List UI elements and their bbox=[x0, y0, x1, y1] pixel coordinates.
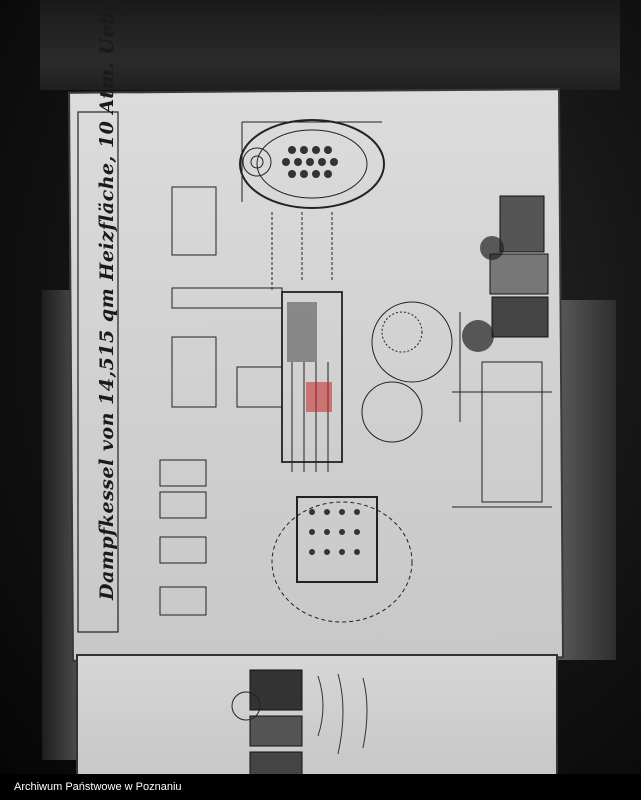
left-page-fold bbox=[42, 290, 76, 760]
lower-page-stamps bbox=[231, 669, 368, 783]
archive-footer-bar: Archiwum Państwowe w Poznaniu bbox=[0, 774, 641, 800]
archive-watermark bbox=[306, 382, 332, 412]
top-frame-strip bbox=[40, 0, 620, 90]
lower-document-page bbox=[78, 656, 556, 786]
boiler-technical-drawing bbox=[77, 111, 552, 633]
drawing-title: Dampfkessel von 14,515 qm Heizfläche, 10… bbox=[96, 0, 118, 600]
right-page-fold bbox=[556, 300, 616, 660]
archive-label: Archiwum Państwowe w Poznaniu bbox=[14, 781, 182, 793]
